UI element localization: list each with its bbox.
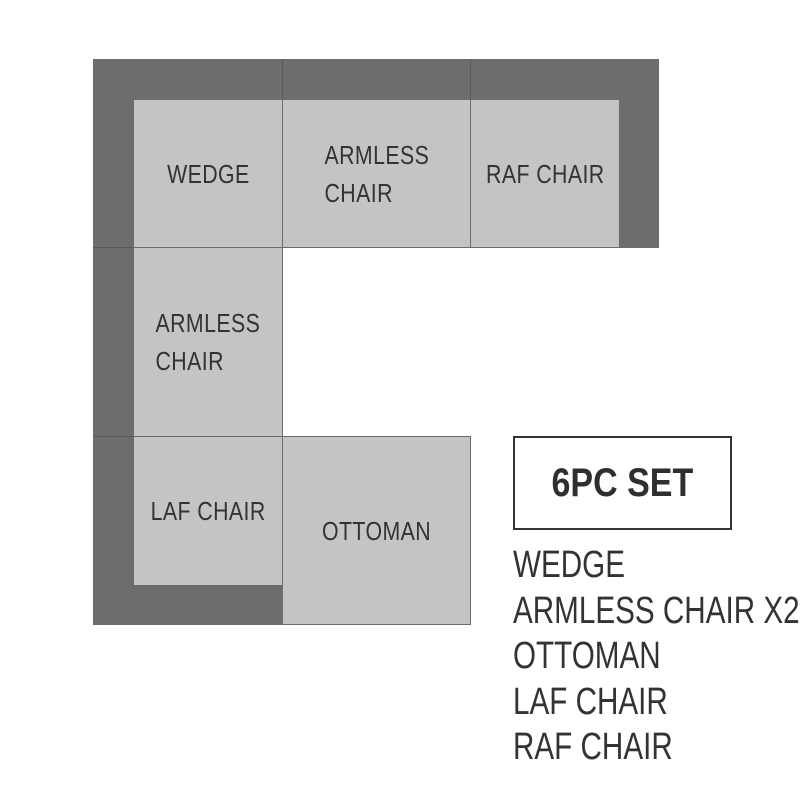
set-badge: 6PC SET bbox=[513, 436, 732, 530]
list-item: ARMLESS CHAIR X2 bbox=[513, 589, 800, 632]
armless-chair-top-piece: ARMLESS CHAIR bbox=[282, 99, 471, 248]
right-arm bbox=[619, 59, 659, 248]
left-backrest bbox=[93, 59, 134, 625]
set-contents-list: WEDGE ARMLESS CHAIR X2 OTTOMAN LAF CHAIR… bbox=[513, 543, 800, 771]
frame-divider bbox=[93, 436, 134, 437]
frame-divider bbox=[282, 59, 283, 100]
list-item: OTTOMAN bbox=[513, 635, 661, 677]
list-item: WEDGE bbox=[513, 544, 625, 586]
wedge-piece: WEDGE bbox=[133, 99, 283, 248]
armless-chair-top-label: ARMLESS CHAIR bbox=[324, 139, 429, 208]
top-backrest bbox=[93, 59, 659, 100]
raf-chair-label: RAF CHAIR bbox=[485, 158, 605, 189]
armless-chair-left-label: ARMLESS CHAIR bbox=[155, 308, 261, 376]
list-item: LAF CHAIR bbox=[513, 680, 668, 723]
armless-chair-left-piece: ARMLESS CHAIR bbox=[133, 247, 283, 437]
frame-divider bbox=[470, 59, 471, 100]
wedge-label: WEDGE bbox=[166, 158, 250, 189]
laf-chair-label: LAF CHAIR bbox=[150, 496, 266, 526]
ottoman-label: OTTOMAN bbox=[321, 515, 432, 546]
frame-divider bbox=[93, 247, 134, 248]
ottoman-piece: OTTOMAN bbox=[282, 436, 471, 625]
laf-chair-piece: LAF CHAIR bbox=[133, 436, 283, 586]
bottom-arm bbox=[93, 585, 282, 625]
list-item: RAF CHAIR bbox=[513, 726, 673, 768]
set-title: 6PC SET bbox=[551, 460, 694, 505]
raf-chair-piece: RAF CHAIR bbox=[470, 99, 620, 248]
